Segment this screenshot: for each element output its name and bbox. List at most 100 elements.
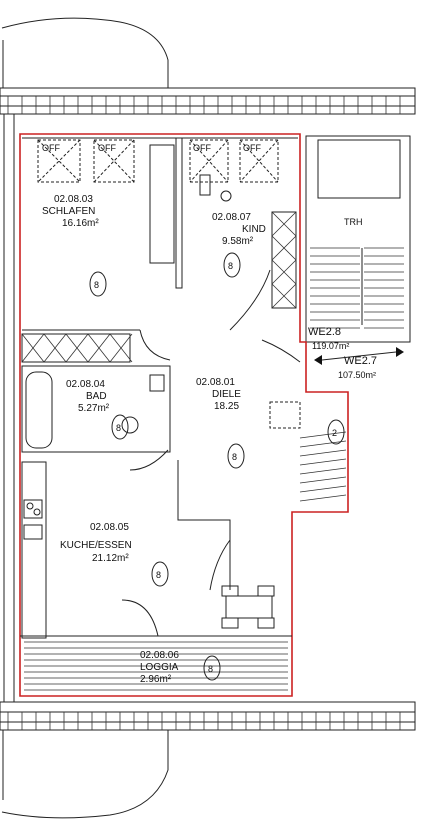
bottom-curve-left <box>1 730 169 819</box>
cabinet-hatch <box>21 333 133 363</box>
elevator-shaft <box>317 139 401 199</box>
wall-kitchen-diele <box>177 460 231 590</box>
dining-table <box>225 595 273 619</box>
entry-stair <box>299 431 347 502</box>
svg-text:8: 8 <box>156 570 161 580</box>
diele-name: DIELE <box>212 389 241 400</box>
window-2: OFF <box>93 139 135 183</box>
bathroom-outline <box>21 365 171 453</box>
entry-closet <box>269 401 301 429</box>
window-label: OFF <box>243 143 261 153</box>
loggia-hatch <box>24 641 288 691</box>
hatch-line <box>87 333 111 363</box>
we27-area: 107.50m² <box>338 370 376 380</box>
entry-step <box>299 467 347 475</box>
kueche-area: 21.12m² <box>92 553 129 564</box>
entry-step <box>299 458 347 466</box>
chair <box>257 617 275 629</box>
wardrobe-hatch <box>271 211 297 309</box>
svg-text:8: 8 <box>208 664 213 674</box>
wall-schlafen-kind <box>175 137 183 289</box>
schlafen-area: 16.16m² <box>62 218 99 229</box>
window-label: OFF <box>42 143 60 153</box>
door-marker: 2 <box>327 419 345 445</box>
radiator <box>199 174 211 196</box>
entry-step <box>299 485 347 493</box>
door-kind <box>229 269 271 331</box>
top-facade <box>0 17 416 115</box>
bottom-facade <box>0 701 416 819</box>
wardrobe-schlafen <box>149 144 175 264</box>
door-marker: 8 <box>111 414 129 440</box>
kitchen-counter <box>21 461 47 639</box>
window-3: OFF <box>189 139 229 183</box>
door-entry <box>261 339 301 363</box>
toilet <box>121 416 139 434</box>
bathtub <box>25 371 53 449</box>
svg-text:8: 8 <box>116 423 121 433</box>
hatch-line <box>271 283 297 309</box>
hatch-line <box>271 259 297 285</box>
svg-text:2: 2 <box>332 428 337 438</box>
door-marker: 8 <box>151 561 169 587</box>
door-bad <box>129 449 169 471</box>
washbasin <box>149 374 165 392</box>
we27-name: WE2.7 <box>344 355 377 367</box>
top-curve-left <box>1 17 169 88</box>
windows: OFF OFF OFF OFF <box>37 139 279 202</box>
room-labels: 02.08.03 SCHLAFEN 16.16m² 02.08.07 KIND … <box>42 194 266 685</box>
kind-name: KIND <box>242 224 266 235</box>
arrow-right-icon <box>396 347 404 357</box>
doors <box>121 269 301 637</box>
door-markers: 8 8 8 8 8 2 8 <box>89 252 345 681</box>
kueche-id: 02.08.05 <box>90 522 129 533</box>
cabinet-row <box>21 333 131 363</box>
door-loggia <box>121 599 159 637</box>
loggia-name: LOGGIA <box>140 662 179 673</box>
svg-text:8: 8 <box>232 452 237 462</box>
stair-core-outline <box>305 135 411 343</box>
stair-label: TRH <box>344 217 363 227</box>
kueche-name: KUCHE/ESSEN <box>60 540 132 551</box>
bad-id: 02.08.04 <box>66 379 105 390</box>
diele-id: 02.08.01 <box>196 377 235 388</box>
schlafen-id: 02.08.03 <box>54 194 93 205</box>
hatch-line <box>271 211 297 237</box>
unit-labels: WE2.8 119.07m² WE2.7 107.50m² <box>308 326 404 380</box>
we28-area: 119.07m² <box>312 341 349 351</box>
stove-burner <box>33 508 41 516</box>
door-schlafen <box>139 329 171 361</box>
kitchen-sink <box>23 524 43 540</box>
chair <box>221 617 239 629</box>
entry-step <box>299 440 347 448</box>
stove <box>23 499 43 519</box>
stair-steps <box>310 247 404 329</box>
bad-name: BAD <box>86 391 107 402</box>
door-marker: 8 <box>227 443 245 469</box>
left-outer-wall <box>3 113 15 703</box>
diele-area: 18.25 <box>214 401 239 412</box>
hatch-line <box>21 333 45 363</box>
chair <box>257 585 275 597</box>
door-kitchen <box>209 539 231 591</box>
stair-core: TRH <box>305 135 411 343</box>
arrow-left-icon <box>314 355 322 365</box>
facade-band-top <box>0 87 416 115</box>
loggia-area: 2.96m² <box>140 674 172 685</box>
unit-divider <box>321 351 397 361</box>
facade-ticks-top <box>7 96 401 114</box>
schlafen-name: SCHLAFEN <box>42 206 95 217</box>
hatch-line <box>43 333 67 363</box>
window-label: OFF <box>98 143 116 153</box>
facade-band-bottom <box>0 701 416 731</box>
window-label: OFF <box>193 143 211 153</box>
chair <box>221 585 239 597</box>
hatch-line <box>271 235 297 261</box>
door-marker: 8 <box>203 655 221 681</box>
hatch-line <box>109 333 133 363</box>
bad-area: 5.27m² <box>78 403 110 414</box>
svg-text:8: 8 <box>228 261 233 271</box>
kind-area: 9.58m² <box>222 236 254 247</box>
